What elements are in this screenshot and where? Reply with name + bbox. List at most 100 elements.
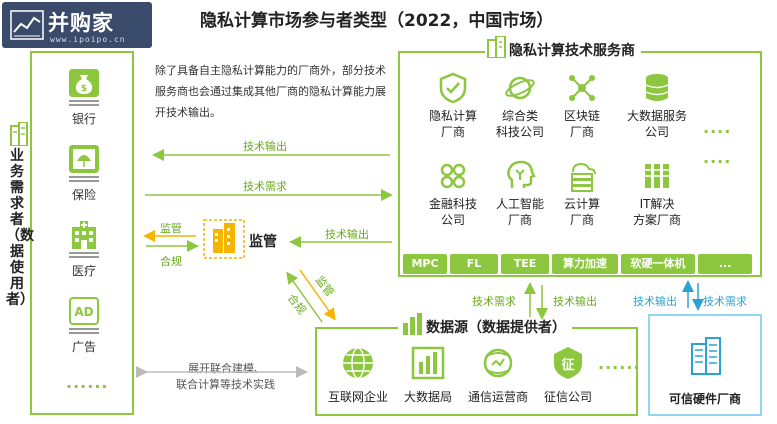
building-icon xyxy=(10,122,28,146)
service-line2: 厂商 xyxy=(569,213,594,227)
logo: 并购家 www.ipoipo.cn xyxy=(2,2,152,48)
source-label: 数据源（数据提供者） xyxy=(426,320,566,336)
money-bag-icon: $ xyxy=(69,69,99,97)
telecom-icon xyxy=(483,348,513,378)
service-line1: 综合类 xyxy=(501,109,538,123)
service-more: .... xyxy=(703,118,732,137)
service-line1: 隐私计算 xyxy=(428,109,477,123)
service-item: IT解决 方案厂商 xyxy=(614,160,700,228)
regulator-label: 监管 xyxy=(249,234,277,250)
demand-label-bank: 银行 xyxy=(71,112,96,126)
flow-label-comply: 合规 xyxy=(284,291,309,317)
tech-chip: ... xyxy=(698,254,752,274)
blockchain-icon xyxy=(569,75,595,101)
service-line1: IT解决 xyxy=(639,197,675,211)
service-line2: 公司 xyxy=(644,125,669,139)
tech-bar: MPC FL TEE 算力加速 软硬一体机 ... xyxy=(403,254,758,274)
svg-text:$: $ xyxy=(81,84,87,94)
service-item: 云计算 厂商 xyxy=(546,160,618,228)
tech-chip: TEE xyxy=(501,254,549,274)
flow-label-tech-output: 技术输出 xyxy=(325,228,369,241)
hardware-box: 可信硬件厂商 xyxy=(648,314,762,416)
flow-label-tech-output: 技术输出 xyxy=(633,295,677,308)
flow-label-regulate: 监管 xyxy=(312,273,337,299)
flow-label-tech-demand: 技术需求 xyxy=(243,180,287,193)
cloud-server-icon xyxy=(571,162,596,192)
service-line1: 金融科技 xyxy=(428,197,477,211)
globe-orbit-icon xyxy=(505,76,535,100)
credit-badge-icon: 征 xyxy=(554,347,582,379)
demand-box: $ 银行 保险 医疗 xyxy=(30,51,134,415)
service-line1: 大数据服务 xyxy=(626,109,687,123)
building-icon xyxy=(487,36,506,58)
service-line2: 方案厂商 xyxy=(632,213,681,227)
umbrella-icon xyxy=(69,145,99,173)
flow-label-tech-output: 技术输出 xyxy=(243,140,287,153)
flow-label-joint-1: 展开联合建模、 xyxy=(188,362,265,375)
source-item: 互联网企业 xyxy=(318,346,398,405)
source-item: 征 征信公司 xyxy=(528,346,608,405)
service-line2: 厂商 xyxy=(507,213,532,227)
bar-chart-icon xyxy=(403,313,422,335)
it-solution-icon xyxy=(645,164,669,188)
logo-name: 并购家 xyxy=(48,11,114,35)
svg-text:征: 征 xyxy=(561,357,574,373)
source-item: 大数据局 xyxy=(388,346,468,405)
service-item: 人工智能 厂商 xyxy=(484,160,556,228)
service-label-wrap: 隐私计算技术服务商 xyxy=(485,36,641,60)
logo-url: www.ipoipo.cn xyxy=(50,35,126,44)
service-item: 大数据服务 公司 xyxy=(614,72,700,140)
shield-check-icon xyxy=(439,72,467,104)
description: 除了具备自主隐私计算能力的厂商外，部分技术服务商也会通过集成其他厂商的隐私计算能… xyxy=(155,64,386,119)
tech-chip: 软硬一体机 xyxy=(621,254,695,274)
service-line1: 云计算 xyxy=(563,197,600,211)
hospital-icon xyxy=(72,221,96,249)
service-line1: 人工智能 xyxy=(495,197,544,211)
service-line2: 厂商 xyxy=(440,125,465,139)
service-line2: 科技公司 xyxy=(495,125,544,139)
service-item: 区块链 厂商 xyxy=(546,72,618,140)
service-line2: 公司 xyxy=(440,213,465,227)
service-item: 隐私计算 厂商 xyxy=(417,72,489,140)
tech-chip: 算力加速 xyxy=(552,254,618,274)
demand-label: 业务需求者（数据使用者） xyxy=(6,148,34,308)
service-item: 金融科技 公司 xyxy=(417,160,489,228)
database-icon xyxy=(645,74,669,101)
source-item-label: 征信公司 xyxy=(543,390,592,404)
ad-icon: AD xyxy=(69,297,99,325)
demand-label-medical: 医疗 xyxy=(71,264,96,278)
source-item-label: 通信运营商 xyxy=(467,390,528,404)
tech-chip: FL xyxy=(450,254,498,274)
ai-head-icon xyxy=(507,160,536,188)
bar-chart-icon xyxy=(411,346,445,380)
demand-label-insurance: 保险 xyxy=(71,188,96,202)
service-more-2: .... xyxy=(703,148,732,167)
service-item: 综合类 科技公司 xyxy=(484,72,556,140)
source-label-wrap: 数据源（数据提供者） xyxy=(398,313,572,337)
demand-label-ad: 广告 xyxy=(71,340,96,354)
service-label: 隐私计算技术服务商 xyxy=(509,43,635,59)
service-line1: 区块链 xyxy=(563,109,600,123)
source-item-label: 互联网企业 xyxy=(327,390,388,404)
demand-more: ...... xyxy=(66,373,109,392)
flow-label-tech-demand: 技术需求 xyxy=(703,295,747,308)
government-building-icon xyxy=(203,219,245,259)
flow-label-tech-output: 技术输出 xyxy=(553,295,597,308)
source-more: ...... xyxy=(598,354,641,373)
flow-label-joint-2: 联合计算等技术实践 xyxy=(176,378,275,391)
chart-icon xyxy=(10,10,44,40)
service-line2: 厂商 xyxy=(569,125,594,139)
flow-label-regulate: 监管 xyxy=(160,222,182,235)
hardware-label: 可信硬件厂商 xyxy=(668,392,741,406)
source-item-label: 大数据局 xyxy=(403,390,452,404)
page-title: 隐私计算市场参与者类型（2022，中国市场） xyxy=(200,11,554,31)
regulator: 监管 xyxy=(203,219,283,259)
source-item: 通信运营商 xyxy=(458,346,538,405)
svg-text:AD: AD xyxy=(74,305,93,319)
flow-label-tech-demand: 技术需求 xyxy=(472,295,516,308)
internet-globe-icon xyxy=(343,347,373,379)
server-building-icon xyxy=(691,337,721,375)
finance-network-icon xyxy=(440,163,466,189)
flow-label-comply: 合规 xyxy=(160,255,182,268)
tech-chip: MPC xyxy=(403,254,447,274)
